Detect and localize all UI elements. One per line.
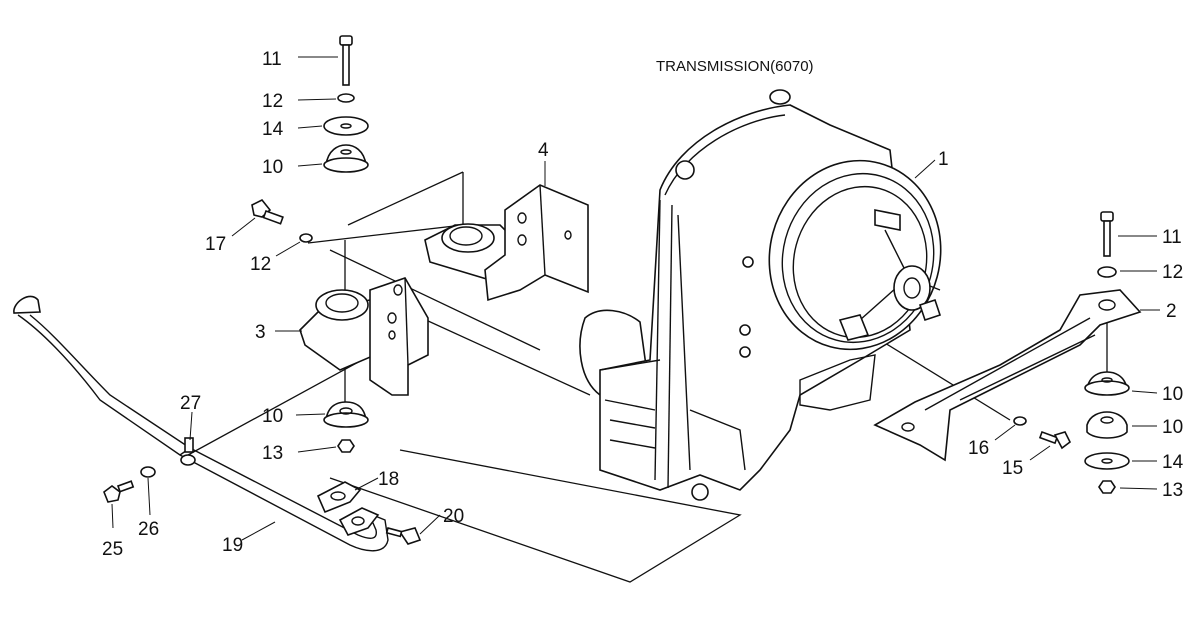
label-16: 16 [968,438,989,459]
label-4: 4 [538,140,549,161]
bracket-4 [424,184,589,302]
label-12-left-top: 12 [262,91,283,112]
label-13-right: 13 [1162,480,1183,501]
leader-lines [111,56,1160,541]
label-18: 18 [378,469,399,490]
label-2: 2 [1166,301,1177,322]
label-1: 1 [938,149,949,170]
label-13-left: 13 [262,443,283,464]
bracket-2 [873,289,1142,462]
left-mount-stack [323,35,369,453]
label-19: 19 [222,535,243,556]
part-labels: 11 12 14 10 17 12 3 10 13 4 1 11 12 2 10… [102,49,1184,560]
bolt-25-washer-26 [103,466,156,503]
label-12-right: 12 [1162,262,1183,283]
transmission-housing [579,89,942,501]
label-14-right: 14 [1162,452,1184,473]
label-10-left-top: 10 [262,157,283,178]
diagram-title: TRANSMISSION(6070) [656,58,814,75]
bolt-15-washer-16 [1013,416,1072,450]
label-10-right-top: 10 [1162,384,1183,405]
label-10-left-bottom: 10 [262,406,283,427]
label-3: 3 [255,322,266,343]
label-12-left-mid: 12 [250,254,271,275]
label-10-right-bottom: 10 [1162,417,1183,438]
label-15: 15 [1002,458,1023,479]
label-26: 26 [138,519,159,540]
oil-pipe-19 [13,295,422,552]
label-14-left: 14 [262,119,284,140]
label-11-left: 11 [262,49,282,70]
label-20: 20 [443,506,464,527]
label-27: 27 [180,393,201,414]
label-17: 17 [205,234,226,255]
label-25: 25 [102,539,123,560]
bracket-3 [299,277,429,396]
right-mount-stack [1084,211,1130,494]
label-11-right: 11 [1162,227,1182,248]
bolt-17-washer-12 [251,198,313,243]
assembly-plane-lines [187,171,1108,583]
